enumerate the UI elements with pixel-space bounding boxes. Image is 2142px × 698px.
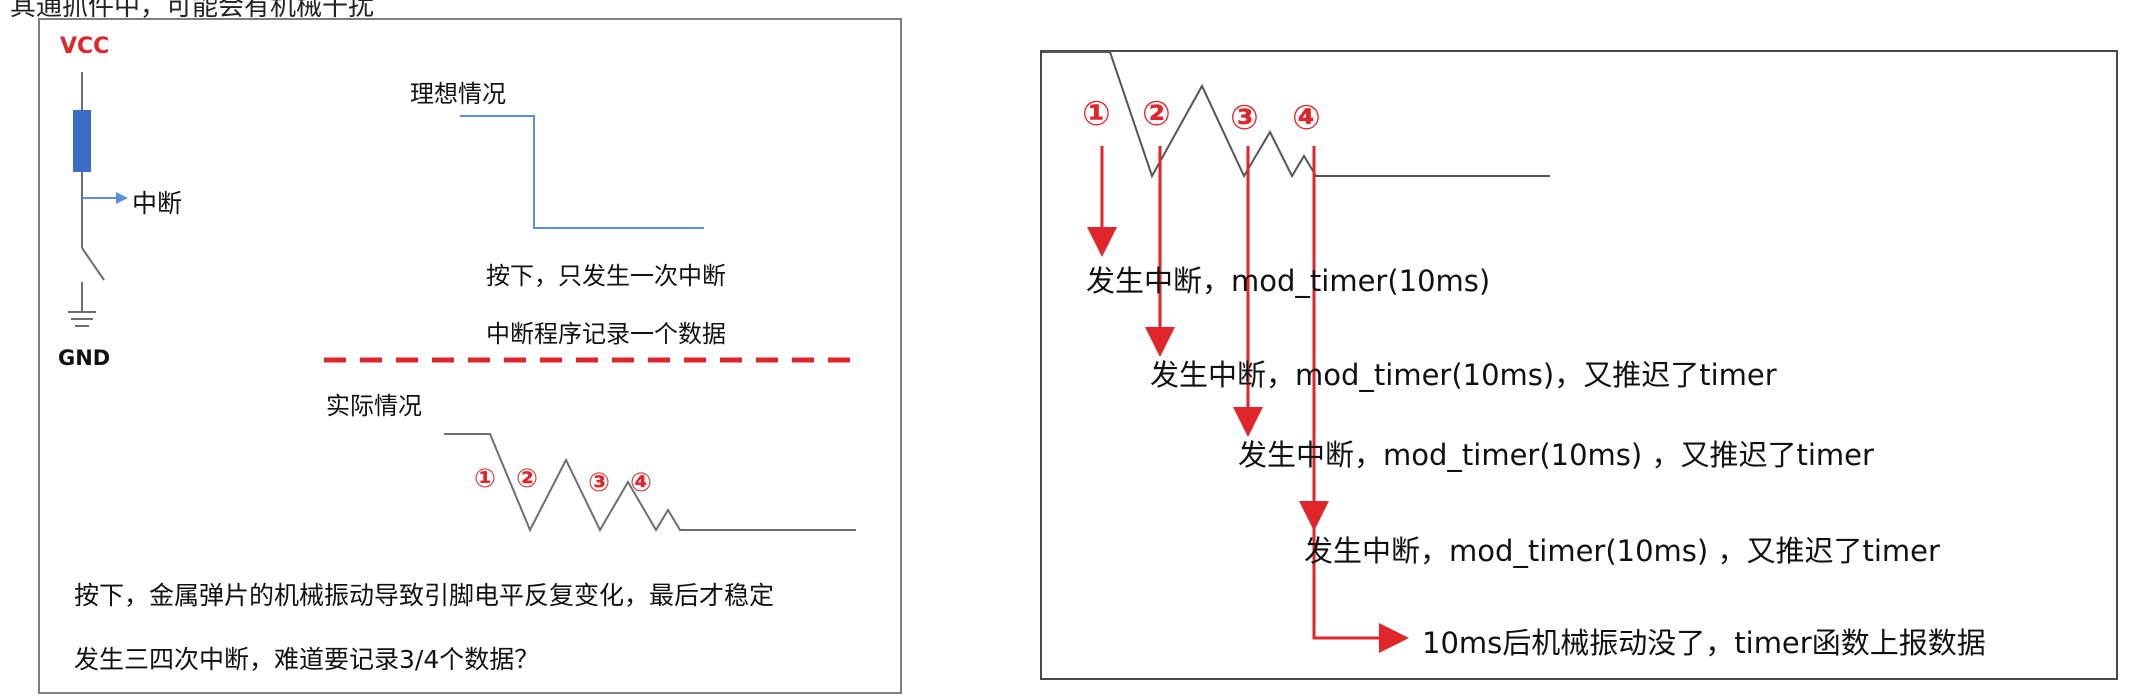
right-marker-3: ③ (1230, 98, 1259, 138)
actual-bounce-waveform (444, 433, 856, 533)
bounce-waveform (1042, 51, 1550, 179)
right-marker-2: ② (1142, 94, 1171, 134)
bottom-desc-2: 发生三四次中断，难道要记录3/4个数据？ (74, 645, 540, 674)
final-arrow (1312, 516, 1409, 653)
right-diagram-lines (1042, 51, 1550, 653)
step-4-text: 发生中断，mod_timer(10ms) ，又推迟了timer (1304, 534, 1940, 568)
right-marker-1: ① (1082, 94, 1111, 134)
ideal-waveform (460, 115, 704, 229)
step-1-text: 发生中断，mod_timer(10ms) (1086, 264, 1491, 298)
left-marker-1: ① (474, 464, 497, 494)
ideal-desc-2: 中断程序记录一个数据 (486, 320, 726, 348)
ideal-desc-1: 按下，只发生一次中断 (486, 262, 726, 290)
final-text: 10ms后机械振动没了，timer函数上报数据 (1422, 626, 1986, 660)
interrupt-arrow (116, 192, 128, 204)
vcc-label: VCC (60, 34, 110, 59)
ideal-vs-actual-panel: VCC 中断 GND 理想情况 按下，只发生一次中断 中断程序记录一个数据 实际… (38, 18, 902, 694)
right-marker-4: ④ (1292, 98, 1321, 138)
gnd-label: GND (58, 346, 111, 370)
left-marker-4: ④ (630, 468, 653, 498)
step-3-text: 发生中断，mod_timer(10ms) ，又推迟了timer (1238, 438, 1874, 472)
interrupt-label: 中断 (132, 189, 183, 218)
actual-title: 实际情况 (326, 392, 422, 420)
bottom-desc-1: 按下，金属弹片的机械振动导致引脚电平反复变化，最后才稳定 (74, 581, 775, 610)
step-2-text: 发生中断，mod_timer(10ms)，又推迟了timer (1150, 358, 1777, 392)
switch-lever (81, 247, 105, 281)
left-diagram-lines (68, 72, 856, 533)
left-marker-3: ③ (588, 468, 611, 498)
ideal-title: 理想情况 (410, 80, 506, 108)
top-caption: 其通抓件中，可能会有机械干扰 (10, 0, 375, 22)
resistor (73, 110, 91, 172)
debounce-timer-panel: ① ② ③ ④ 发生中断，mod_timer(10ms) 发生中断，mod_ti… (1040, 50, 2118, 680)
left-marker-2: ② (516, 464, 539, 494)
